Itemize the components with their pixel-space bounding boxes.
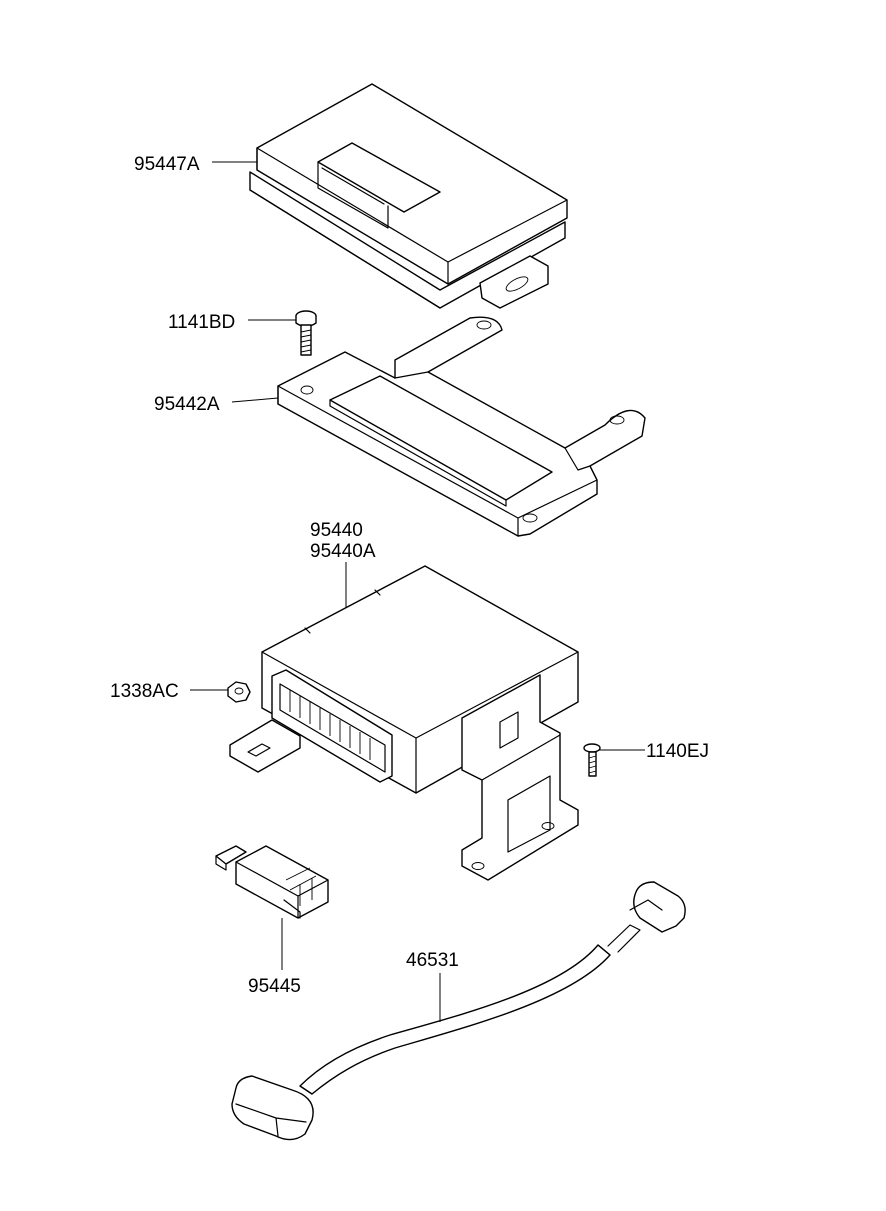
harness-part[interactable] bbox=[231, 881, 686, 1141]
label-46531: 46531 bbox=[406, 950, 459, 971]
label-95442A: 95442A bbox=[154, 394, 220, 415]
control-unit-part[interactable] bbox=[229, 565, 579, 881]
label-1140EJ: 1140EJ bbox=[646, 741, 709, 762]
nut-part[interactable] bbox=[227, 681, 251, 703]
label-1141BD: 1141BD bbox=[168, 312, 235, 333]
label-95447A: 95447A bbox=[134, 154, 200, 175]
label-95445: 95445 bbox=[248, 976, 301, 997]
bracket-part[interactable] bbox=[277, 316, 646, 537]
label-1338AC: 1338AC bbox=[110, 681, 179, 702]
cover-part[interactable] bbox=[249, 83, 568, 309]
bolt-side-part[interactable] bbox=[583, 743, 601, 777]
leader-lines bbox=[190, 161, 645, 1022]
relay-part[interactable] bbox=[215, 845, 329, 919]
label-95440A: 95440A bbox=[310, 541, 376, 562]
bolt-top-part[interactable] bbox=[295, 310, 317, 356]
label-95440: 95440 bbox=[310, 520, 363, 541]
